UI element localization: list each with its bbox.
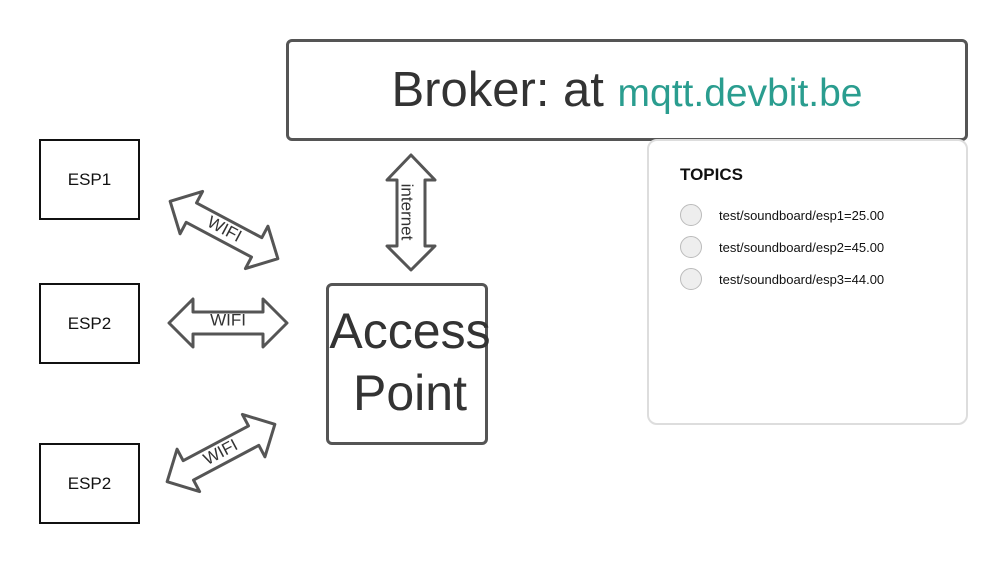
- access-point-label-line1: Access: [329, 303, 491, 359]
- radio-button[interactable]: [680, 268, 702, 290]
- esp2-label: ESP2: [67, 313, 112, 333]
- wifi-arrow-3: WIFI: [165, 412, 277, 494]
- radio-button[interactable]: [680, 236, 702, 258]
- access-point-box: Access Point: [326, 283, 491, 445]
- broker-host: mqtt.devbit.be: [617, 72, 863, 115]
- internet-arrow: internet: [385, 153, 437, 272]
- internet-label: internet: [398, 184, 417, 241]
- access-point-label-line2: Point: [353, 365, 467, 421]
- wifi-arrow-2: WIFI: [167, 297, 289, 349]
- topic-label: test/soundboard/esp2=45.00: [719, 239, 885, 255]
- topic-label: test/soundboard/esp1=25.00: [719, 207, 885, 223]
- topic-item[interactable]: test/soundboard/esp3=44.00: [680, 266, 884, 292]
- topics-panel: TOPICS test/soundboard/esp1=25.00 test/s…: [647, 139, 968, 425]
- topics-title: TOPICS: [680, 165, 743, 184]
- esp1-label: ESP1: [67, 169, 112, 189]
- esp3-label: ESP2: [67, 473, 112, 493]
- topic-item[interactable]: test/soundboard/esp2=45.00: [680, 234, 884, 260]
- esp2-node: ESP2: [39, 283, 140, 364]
- wifi-label-2: WIFI: [210, 310, 246, 329]
- esp3-node: ESP2: [39, 443, 140, 524]
- topic-label: test/soundboard/esp3=44.00: [719, 271, 885, 287]
- broker-prefix: Broker: at: [391, 63, 618, 117]
- radio-button[interactable]: [680, 204, 702, 226]
- esp1-node: ESP1: [39, 139, 140, 220]
- topic-item[interactable]: test/soundboard/esp1=25.00: [680, 202, 884, 228]
- broker-title: Broker: at mqtt.devbit.be: [392, 62, 863, 118]
- broker-box: Broker: at mqtt.devbit.be: [286, 39, 968, 141]
- wifi-arrow-1: WIFI: [168, 189, 280, 271]
